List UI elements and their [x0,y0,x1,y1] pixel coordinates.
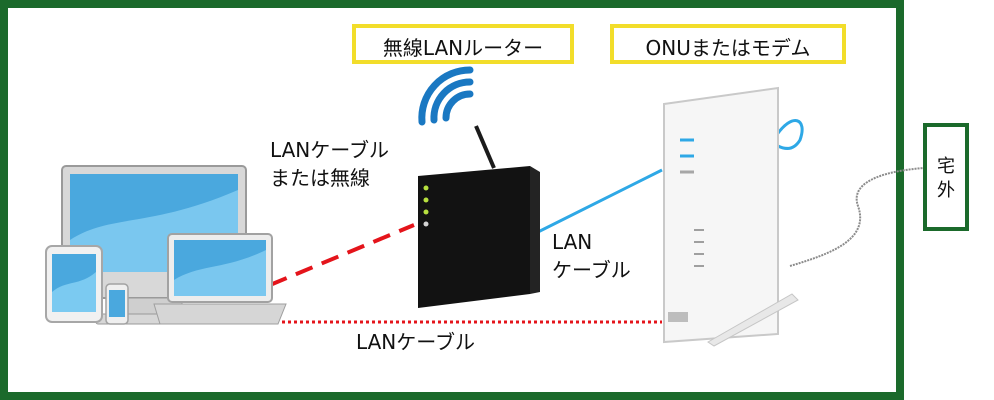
outside-line1: 宅 [937,156,955,177]
outside-line2: 外 [937,180,955,201]
lan-cable-mid-line1: LAN [552,230,593,254]
router-label-box: 無線LANルーター [352,24,574,64]
wifi-signal-icon [418,66,474,126]
onu-label-box: ONUまたはモデム [610,24,846,64]
lan-cable-mid-line2: ケーブル [552,258,631,282]
router-illustration [418,125,540,308]
lan-or-wireless-label: LANケーブル または無線 [270,136,389,192]
computer-devices-illustration [45,165,287,325]
wireless-link-line [269,223,415,287]
onu-label: ONUまたはモデム [645,36,811,60]
router-onu-cable [529,168,663,238]
lan-cable-mid-label: LAN ケーブル [552,228,631,284]
external-cable [789,167,925,267]
lan-or-wireless-line1: LANケーブル [270,138,390,162]
onu-top-cable [774,119,804,150]
onu-modem-illustration [663,86,799,347]
lan-or-wireless-line2: または無線 [270,166,370,190]
lan-cable-bottom-label: LANケーブル [356,330,476,354]
outside-label-box: 宅 外 [923,123,969,231]
router-label: 無線LANルーター [382,36,544,60]
